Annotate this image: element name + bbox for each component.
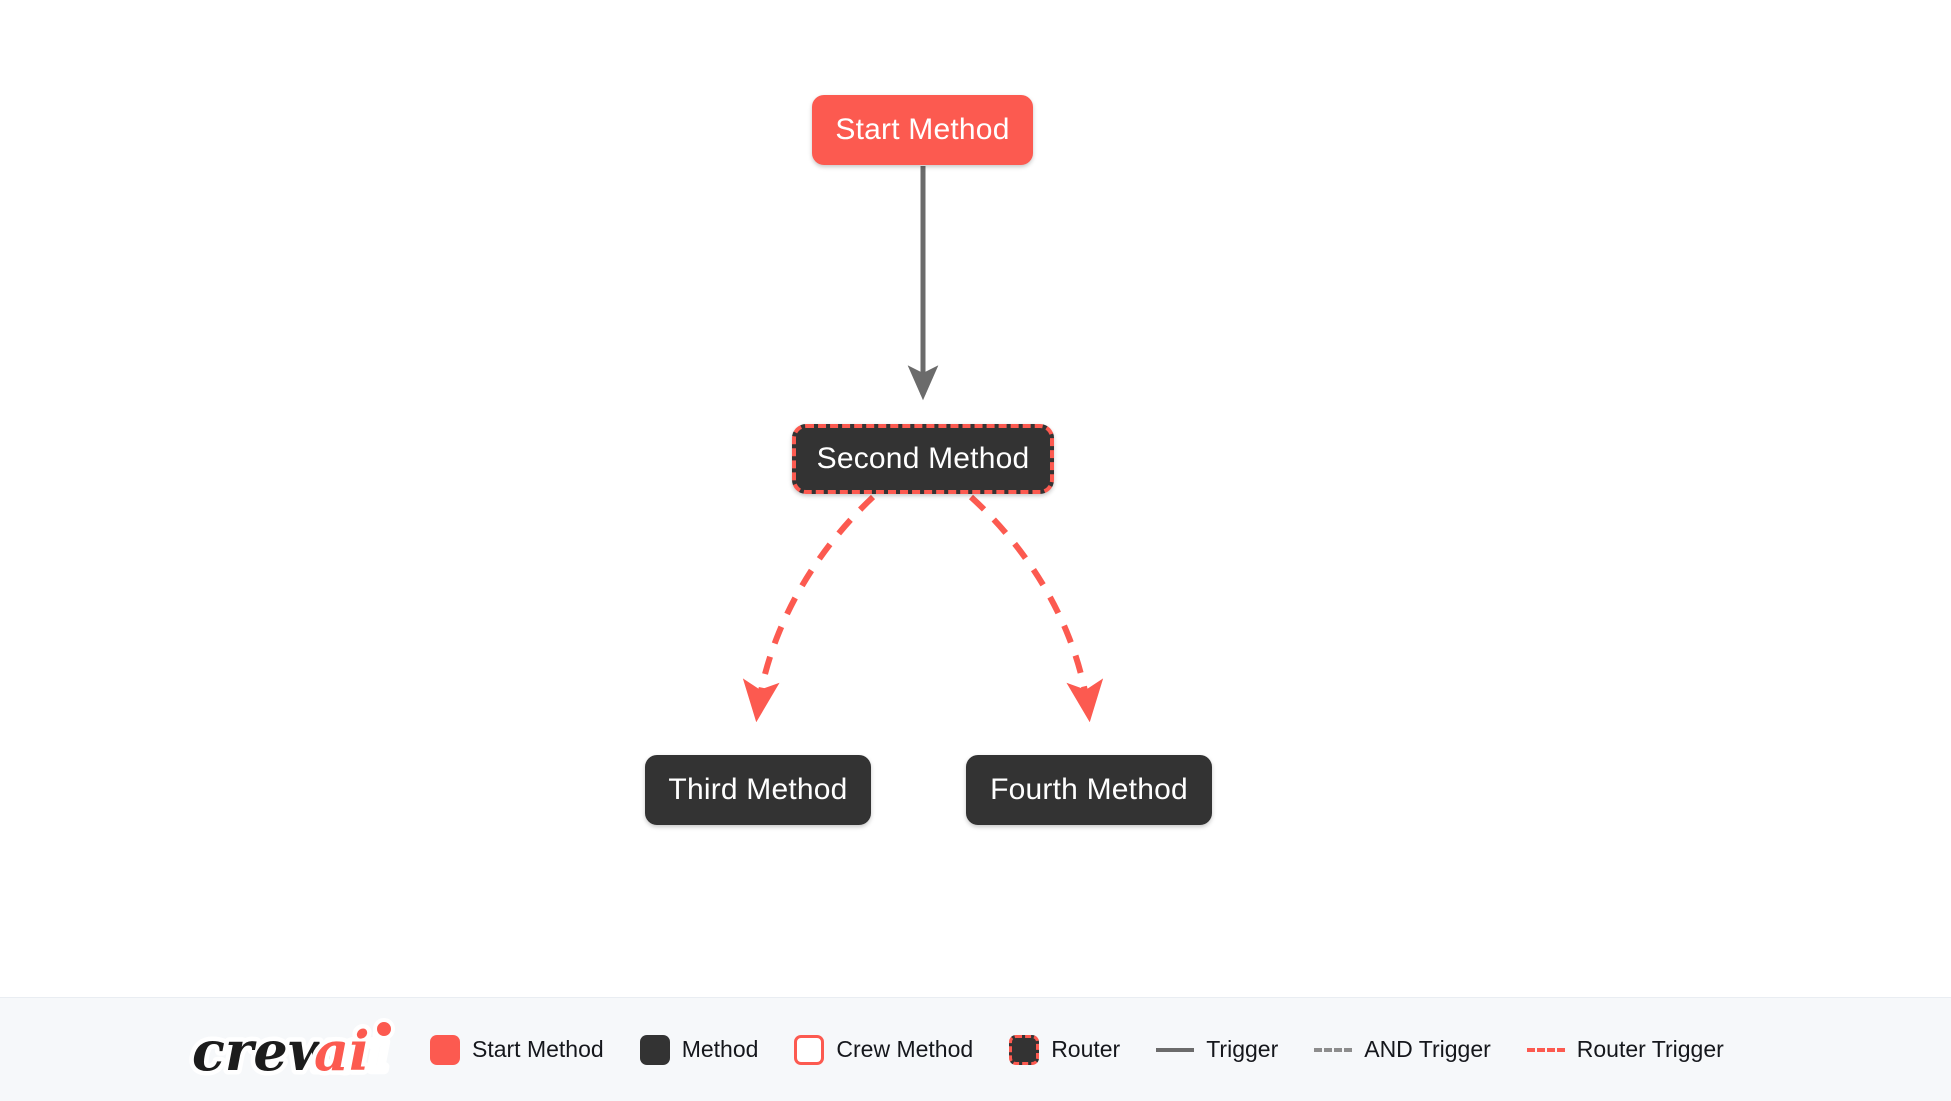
- edge-second-to-third: [742, 494, 876, 723]
- legend-item-and-trigger: AND Trigger: [1314, 1036, 1491, 1063]
- crewai-logo-dot: [373, 1017, 395, 1040]
- flow-node-start-method[interactable]: Start Method: [812, 95, 1033, 165]
- legend-label: Crew Method: [836, 1036, 974, 1062]
- legend-label: Trigger: [1206, 1036, 1279, 1062]
- crewai-logo-ai-outline: ai: [314, 1019, 370, 1083]
- start-method-swatch: [430, 1034, 460, 1065]
- flow-node-label: Fourth Method: [990, 773, 1188, 806]
- legend-item-crew-method: Crew Method: [794, 1034, 974, 1065]
- flow-node-label: Third Method: [668, 773, 848, 806]
- flow-node-third-method[interactable]: Third Method: [645, 755, 871, 825]
- method-swatch: [639, 1034, 670, 1065]
- legend-bar: crewai crew ai ai Start Method Method Cr…: [0, 997, 1951, 1101]
- crewai-logo-crew: crew: [192, 1019, 337, 1083]
- legend-item-start-method: Start Method: [430, 1034, 604, 1065]
- flow-canvas[interactable]: Start Method Second Method Third Method …: [0, 0, 1951, 997]
- legend-label: AND Trigger: [1364, 1036, 1491, 1062]
- legend-items: Start Method Method Crew Method Router T…: [430, 1034, 1760, 1065]
- legend-item-router: Router: [1009, 1034, 1121, 1065]
- legend-label: Router: [1051, 1036, 1121, 1062]
- legend-label: Start Method: [472, 1036, 604, 1062]
- flow-node-second-method[interactable]: Second Method: [792, 424, 1054, 494]
- trigger-line: [1156, 1047, 1195, 1052]
- router-swatch: [1009, 1034, 1040, 1065]
- legend-item-method: Method: [639, 1034, 759, 1065]
- edge-second-to-fourth: [968, 494, 1104, 723]
- crewai-logo-outline: crewai: [192, 1019, 390, 1083]
- router-trigger-line: [1526, 1047, 1565, 1052]
- legend-label: Router Trigger: [1576, 1036, 1724, 1062]
- crew-method-swatch: [794, 1034, 825, 1065]
- flow-node-label: Second Method: [816, 442, 1030, 475]
- legend-label: Method: [681, 1036, 759, 1062]
- crewai-logo: crewai crew ai ai: [188, 1014, 395, 1086]
- and-trigger-line: [1314, 1047, 1353, 1052]
- flow-node-label: Start Method: [835, 113, 1010, 146]
- legend-item-trigger: Trigger: [1156, 1036, 1278, 1063]
- legend-item-router-trigger: Router Trigger: [1526, 1036, 1724, 1063]
- flow-node-fourth-method[interactable]: Fourth Method: [966, 755, 1212, 825]
- crewai-logo-ai: ai: [314, 1019, 370, 1083]
